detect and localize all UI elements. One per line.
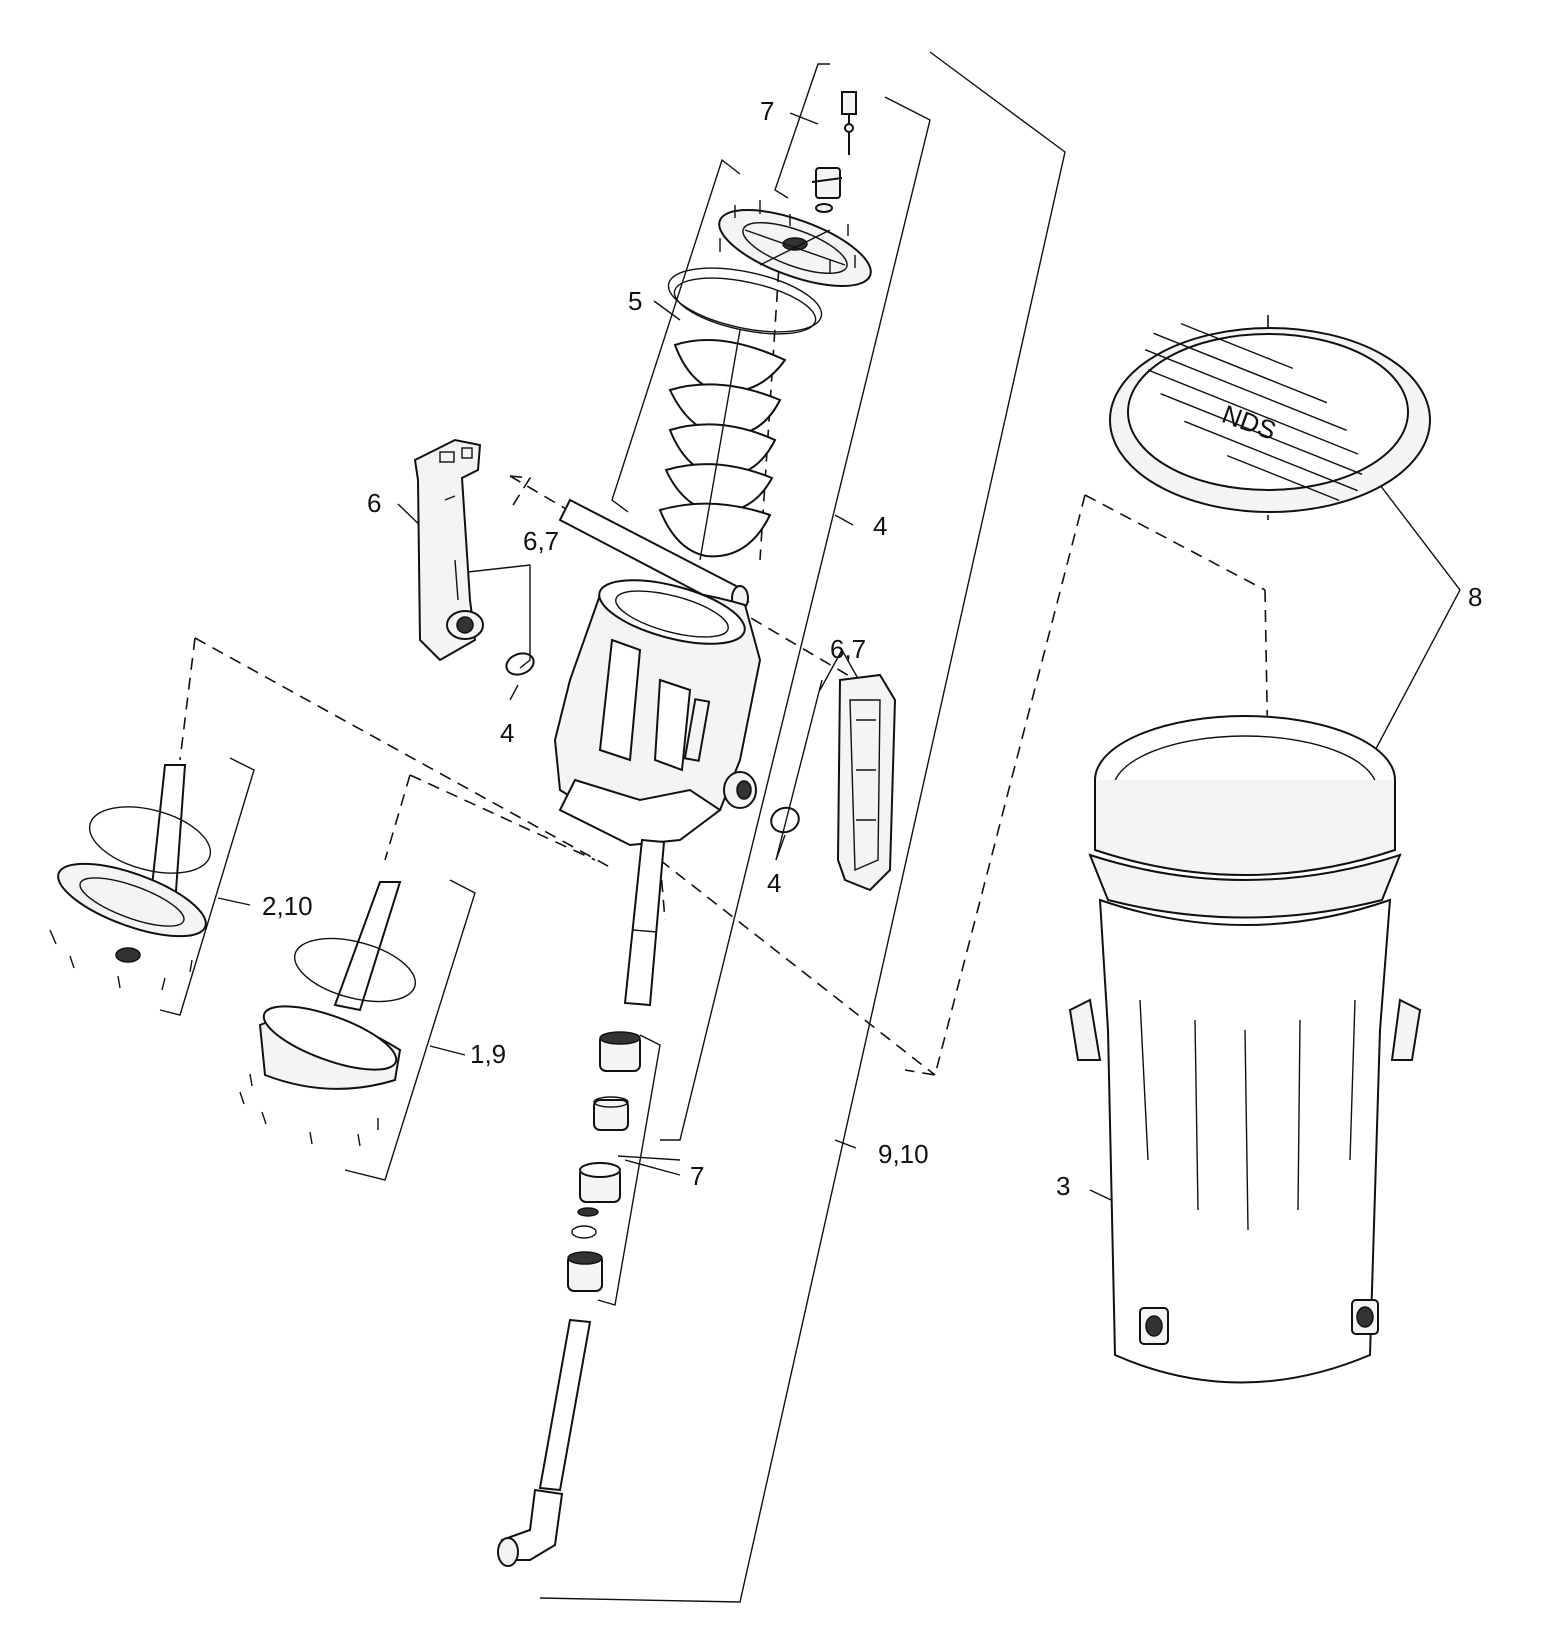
grate-slot (1184, 420, 1358, 492)
grate-slot (1147, 369, 1359, 455)
main-housing-part (553, 579, 762, 847)
base-assembly-a (49, 764, 212, 991)
callout-4-lower: 4 (767, 868, 781, 898)
callout-8: 8 (1468, 582, 1482, 612)
callout-6: 6 (367, 488, 381, 518)
callout-labels: 7 5 4 6 6,7 6,7 4 4 8 2,10 1,9 9,10 7 3 (262, 96, 1482, 1201)
callout-5: 5 (628, 286, 642, 316)
top-plate-part (718, 200, 872, 287)
callout-6-7-right: 6,7 (830, 634, 866, 664)
nut-stack-part (567, 1031, 641, 1292)
catch-basin-part (1068, 715, 1422, 1384)
grate-slot (1180, 322, 1294, 370)
grate-slot (1160, 393, 1363, 475)
handle-part-right (836, 673, 897, 892)
grate-slot (1226, 454, 1340, 502)
drain-tube-part (497, 1318, 592, 1567)
callout-3: 3 (1056, 1171, 1070, 1201)
callout-7-lower: 7 (690, 1161, 704, 1191)
vertical-shaft-part (623, 838, 666, 1007)
handle-part-left (413, 438, 484, 662)
callout-9-10: 9,10 (878, 1139, 929, 1169)
callout-4-right: 4 (873, 511, 887, 541)
grate-slot (1153, 332, 1328, 404)
callout-6-7-left: 6,7 (523, 526, 559, 556)
o-ring-small-left (505, 652, 535, 676)
vent-screw-part (811, 91, 857, 213)
callout-7-top: 7 (760, 96, 774, 126)
cone-filter-stack (658, 267, 823, 561)
grate-slot (1144, 349, 1347, 431)
callout-2-10: 2,10 (262, 891, 313, 921)
grate-lid-part: NDS (1109, 322, 1431, 513)
callout-4-left: 4 (500, 718, 514, 748)
base-assembly-b (239, 881, 417, 1147)
o-ring-small-right (770, 806, 800, 834)
callout-1-9: 1,9 (470, 1039, 506, 1069)
